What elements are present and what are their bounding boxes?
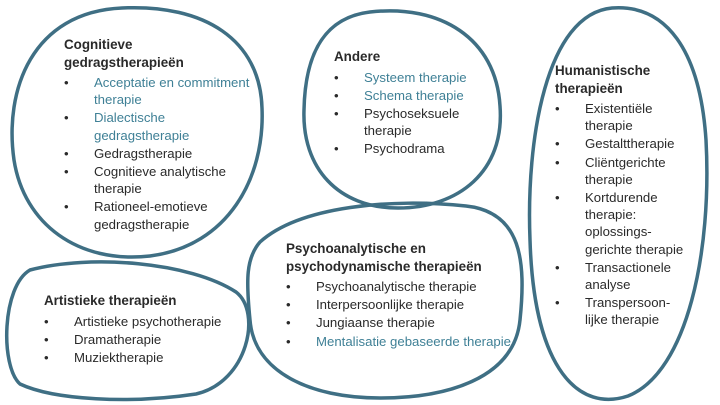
- humanistic-blob-outline: [527, 6, 709, 402]
- list-item: Mentalisatie gebaseerde therapie: [286, 333, 514, 350]
- humanistic-group: Humanistische therapieënExistentiële the…: [555, 62, 685, 330]
- list-item: Psychoanalytische therapie: [286, 278, 514, 295]
- artistic-group: Artistieke therapieënArtistieke psychoth…: [44, 292, 234, 367]
- artistic-title: Artistieke therapieën: [44, 293, 177, 308]
- list-item: Rationeel-emotieve gedragstherapie: [64, 198, 250, 232]
- humanistic-list: Existentiële therapieGestalttherapieClië…: [555, 100, 685, 329]
- list-item: Dialectische gedragstherapie: [64, 109, 250, 143]
- list-item: Cliëntgerichte therapie: [555, 154, 685, 188]
- psychoanalytic-blob-outline: [246, 201, 524, 400]
- list-item: Gestalttherapie: [555, 135, 685, 152]
- list-item: Kortdurende therapie: oplossings-gericht…: [555, 189, 685, 258]
- list-item: Muziektherapie: [44, 349, 234, 366]
- list-item: Transpersoon-lijke therapie: [555, 294, 685, 328]
- artistic-blob-outline: [4, 260, 251, 402]
- cognitive-list: Acceptatie en commitment therapieDialect…: [64, 74, 250, 233]
- list-item: Jungiaanse therapie: [286, 314, 514, 331]
- other-group: AndereSysteem therapieSchema therapiePsy…: [334, 48, 494, 159]
- cognitive-title: Cognitieve gedragstherapieën: [64, 37, 184, 70]
- psychoanalytic-title: Psychoanalytische en psychodynamische th…: [286, 241, 482, 274]
- list-item: Schema therapie: [334, 87, 494, 104]
- other-list: Systeem therapieSchema therapiePsychosek…: [334, 69, 494, 158]
- list-item: Artistieke psychotherapie: [44, 313, 234, 330]
- list-item: Psychodrama: [334, 140, 494, 157]
- list-item: Dramatherapie: [44, 331, 234, 348]
- list-item: Systeem therapie: [334, 69, 494, 86]
- other-title: Andere: [334, 49, 381, 64]
- list-item: Cognitieve analytische therapie: [64, 163, 250, 197]
- cognitive-group: Cognitieve gedragstherapieënAcceptatie e…: [64, 36, 250, 234]
- cognitive-blob-outline: [10, 5, 264, 259]
- other-blob-outline: [302, 9, 503, 210]
- psychoanalytic-group: Psychoanalytische en psychodynamische th…: [286, 240, 514, 351]
- list-item: Psychoseksuele therapie: [334, 105, 494, 139]
- psychoanalytic-list: Psychoanalytische therapieInterpersoonli…: [286, 278, 514, 350]
- list-item: Acceptatie en commitment therapie: [64, 74, 250, 108]
- humanistic-title: Humanistische therapieën: [555, 63, 651, 96]
- list-item: Existentiële therapie: [555, 100, 685, 134]
- artistic-list: Artistieke psychotherapieDramatherapieMu…: [44, 313, 234, 367]
- list-item: Interpersoonlijke therapie: [286, 296, 514, 313]
- list-item: Transactionele analyse: [555, 259, 685, 293]
- list-item: Gedragstherapie: [64, 145, 250, 162]
